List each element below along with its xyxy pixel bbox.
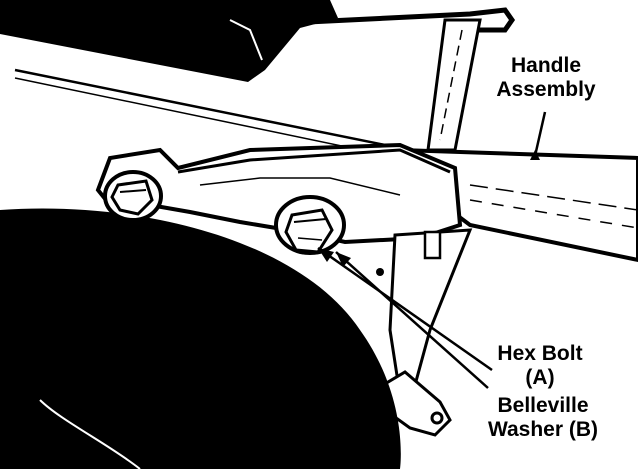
- hex-bolt-label: Hex Bolt (A): [475, 342, 605, 390]
- wheel: [0, 208, 401, 469]
- handle-assembly-label: Handle Assembly: [476, 54, 616, 102]
- tube-shading-1: [469, 184, 638, 211]
- deck-line-1: [14, 68, 401, 150]
- strut-shading: [439, 29, 463, 141]
- mower-housing: [0, 0, 338, 82]
- link-eye: [430, 411, 444, 425]
- washer-arrowhead: [336, 252, 351, 267]
- plate-hole: [376, 268, 384, 276]
- handle-strut: [426, 18, 482, 152]
- tube-shading-2: [469, 199, 638, 229]
- hex-bolt-line-1: Hex Bolt: [497, 342, 583, 365]
- handle-assembly-arrowhead: [530, 150, 540, 160]
- deck-line-2: [14, 77, 391, 157]
- belleville-washer-line-2: Washer (B): [487, 418, 599, 441]
- washer-leader: [335, 251, 489, 389]
- belleville-washer-line-1: Belleville: [497, 394, 589, 417]
- wheel-highlight: [39, 399, 141, 469]
- left-hex-bolt: [103, 170, 163, 222]
- handle-assembly-leader: [533, 111, 547, 157]
- bracket-inner-ridge: [199, 177, 401, 196]
- hex-bolt-line-2: (A): [525, 366, 555, 389]
- belleville-washer-label: Belleville Washer (B): [463, 394, 623, 442]
- handle-assembly-line-2: Assembly: [496, 78, 596, 101]
- hex-bolt-arrowhead: [318, 248, 334, 262]
- bracket-upper-edge: [177, 148, 451, 174]
- plate-tab: [423, 230, 442, 260]
- hex-bolt-a: [274, 195, 346, 255]
- housing-highlight: [229, 19, 263, 61]
- handle-assembly-line-1: Handle: [510, 54, 581, 77]
- hex-bolt-leader: [317, 246, 493, 372]
